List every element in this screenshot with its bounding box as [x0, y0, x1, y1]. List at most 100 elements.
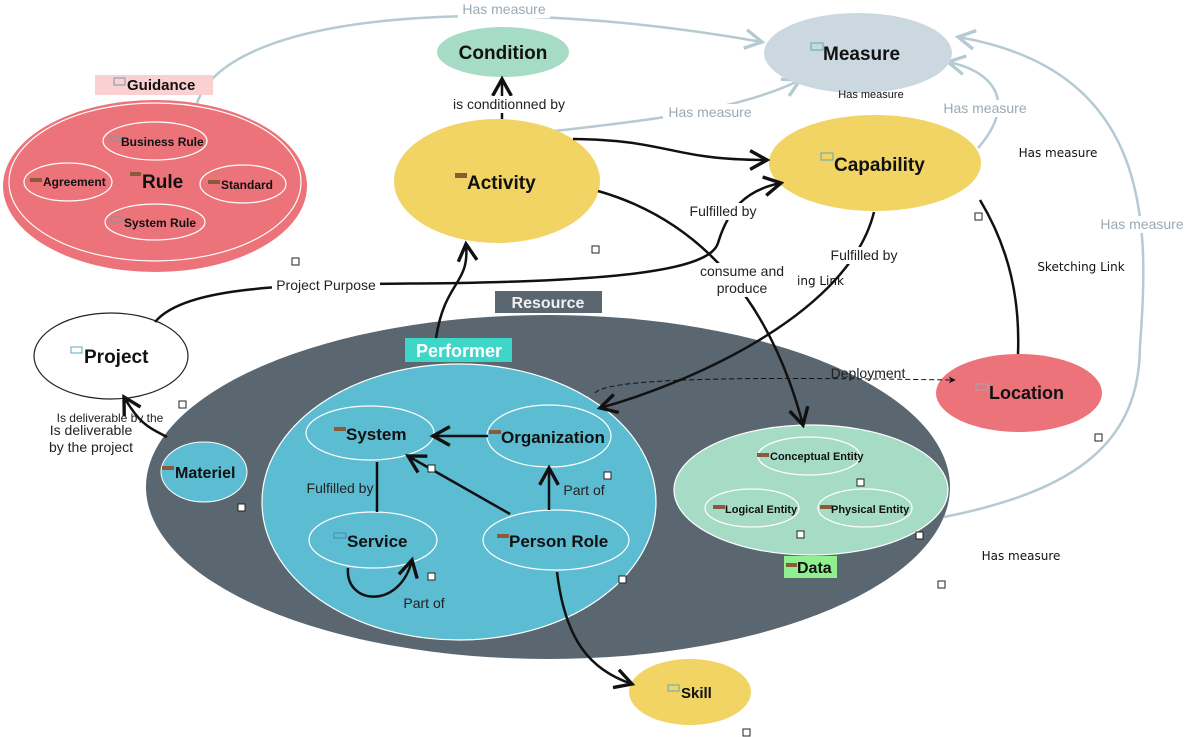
service-ellipse[interactable]: [308, 511, 438, 569]
marker-icon: [178, 400, 187, 409]
marker-icon: [974, 212, 983, 221]
edge-capability-measure[interactable]: [944, 54, 1000, 149]
data-label: Data: [797, 560, 832, 577]
edge-label-deployment: Deployment: [831, 365, 906, 381]
person-role-ellipse[interactable]: [482, 509, 630, 571]
resource-label-bg: [495, 291, 602, 313]
business-rule-ellipse[interactable]: [102, 121, 208, 161]
materiel-icon: [162, 466, 174, 470]
marker-icon: [618, 575, 627, 584]
edge-label-deliverable-2: by the project: [49, 439, 133, 455]
marker-icon: [856, 478, 865, 487]
edge-label-has-measure-activity: Has measure: [668, 104, 751, 120]
edge-personrole-system[interactable]: [404, 454, 511, 516]
rule-label: Rule: [142, 172, 183, 193]
performer-ellipse[interactable]: [261, 363, 657, 641]
system-rule-ellipse[interactable]: [104, 203, 206, 241]
edge-materiel-project[interactable]: [122, 393, 168, 439]
edge-resource-location-deployment[interactable]: [594, 376, 956, 394]
edge-performer-activity[interactable]: [434, 240, 479, 339]
guidance-ellipse[interactable]: [3, 100, 307, 272]
edge-label-is-conditionned-by: is conditionned by: [453, 96, 565, 112]
marker-icon: [427, 464, 436, 473]
marker-icon: [937, 580, 946, 589]
person-role-label: Person Role: [509, 532, 608, 551]
person-role-icon: [497, 534, 509, 538]
conceptual-entity-icon: [757, 453, 769, 457]
edge-label-deliverable-ghost: Is deliverable by the: [57, 411, 164, 425]
measure-connectors: [195, 14, 1145, 519]
capability-label: Capability: [834, 155, 925, 176]
activity-label: Activity: [467, 173, 536, 194]
edge-label-part-of-service: Part of: [403, 595, 444, 611]
capability-ellipse[interactable]: [769, 115, 981, 211]
physical-entity-icon: [820, 505, 832, 509]
edge-guidance-measure[interactable]: [195, 14, 766, 104]
marker-icon: [603, 471, 612, 480]
small-markers: [178, 212, 1103, 737]
skill-icon: [667, 684, 680, 692]
data-ellipse[interactable]: [673, 424, 949, 556]
edge-label-produce: produce: [717, 280, 768, 296]
condition-label: Condition: [459, 43, 548, 64]
edge-personrole-skill[interactable]: [555, 571, 636, 690]
materiel-ellipse[interactable]: [160, 441, 248, 503]
location-label: Location: [989, 383, 1064, 403]
agreement-ellipse[interactable]: [23, 162, 113, 202]
activity-ellipse[interactable]: [394, 119, 600, 243]
guidance-label: Guidance: [127, 77, 195, 94]
standard-ellipse[interactable]: [199, 164, 287, 204]
edge-label-has-measure-bottom: Has measure: [982, 549, 1061, 563]
edge-label-bg: [663, 104, 757, 121]
edge-location-measure[interactable]: [954, 29, 1145, 346]
edge-activity-capability[interactable]: [572, 137, 771, 171]
edge-data-measure[interactable]: [943, 344, 1142, 519]
edge-label-has-measure-under: Has measure: [838, 89, 903, 101]
measure-ellipse[interactable]: [764, 13, 952, 93]
edge-label-bg: [272, 277, 380, 294]
project-ellipse[interactable]: [33, 312, 189, 400]
edge-label-project-purpose: Project Purpose: [276, 277, 376, 293]
conceptual-entity-label: Conceptual Entity: [770, 451, 864, 463]
activity-icon: [455, 173, 467, 178]
logical-entity-ellipse[interactable]: [704, 488, 800, 528]
project-icon: [70, 346, 83, 354]
logical-entity-icon: [713, 505, 725, 509]
edge-label-fulfilled-by-performer: Fulfilled by: [831, 247, 898, 263]
standard-label: Standard: [221, 178, 273, 192]
edge-label-has-measure-capability: Has measure: [943, 100, 1026, 116]
edge-capability-location[interactable]: [978, 199, 1020, 355]
edge-label-bg: [695, 263, 791, 297]
project-label: Project: [84, 347, 149, 368]
data-label-bg: [784, 556, 837, 578]
edge-label-ing-link: ing Link: [797, 274, 844, 288]
condition-ellipse[interactable]: [437, 27, 569, 77]
performer-label-bg: [405, 338, 512, 362]
edge-label-consume-and: consume and: [700, 263, 784, 279]
capability-icon: [820, 152, 834, 161]
edge-label-has-measure-top: Has measure: [462, 1, 545, 17]
edge-label-part-of-org: Part of: [563, 482, 604, 498]
skill-label: Skill: [681, 685, 712, 702]
location-ellipse[interactable]: [936, 354, 1102, 432]
marker-icon: [1094, 433, 1103, 442]
agreement-label: Agreement: [43, 175, 106, 189]
edge-label-has-measure-right: Has measure: [1100, 216, 1183, 232]
guidance-icon: [113, 77, 126, 86]
rule-ellipse[interactable]: [8, 102, 302, 262]
service-label: Service: [347, 532, 408, 551]
skill-ellipse[interactable]: [629, 659, 751, 725]
guidance-group[interactable]: Guidance Business Rule Agreement Rule St…: [3, 75, 307, 272]
edge-label-fulfilled-by-service: Fulfilled by: [307, 480, 374, 496]
edge-label-sketching-link: Sketching Link: [1037, 260, 1124, 274]
marker-icon: [591, 245, 600, 254]
edge-label-fulfilled-by-capability: Fulfilled by: [690, 203, 757, 219]
edge-service-self[interactable]: [346, 556, 419, 598]
system-rule-label: System Rule: [124, 216, 196, 230]
edge-label-bg: [686, 203, 760, 220]
system-label: System: [346, 425, 406, 444]
business-rule-label: Business Rule: [121, 135, 204, 149]
edge-project-capability[interactable]: [154, 175, 785, 323]
physical-entity-ellipse[interactable]: [817, 488, 913, 528]
